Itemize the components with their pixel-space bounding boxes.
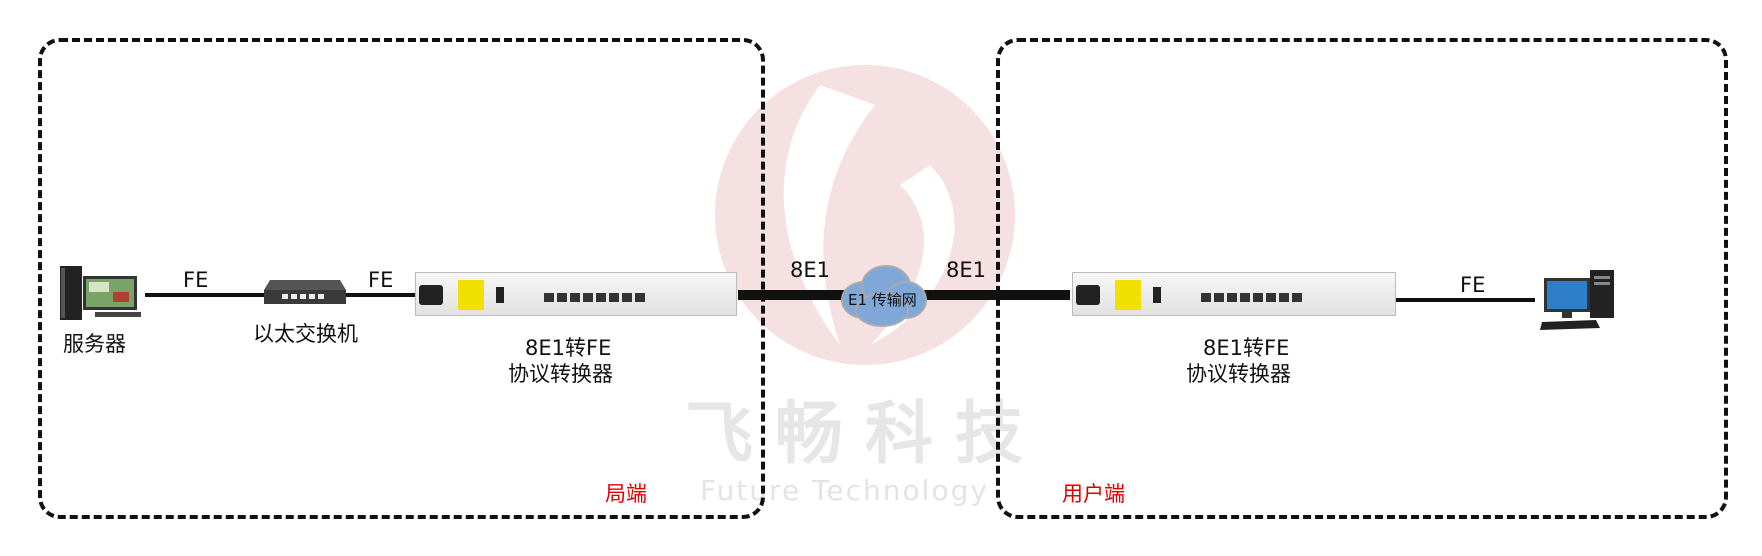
link-label: FE bbox=[1460, 273, 1486, 297]
link-label: 8E1 bbox=[790, 258, 830, 282]
user-pc-icon bbox=[1540, 270, 1614, 330]
warning-label bbox=[1115, 280, 1141, 310]
protocol-converter-right bbox=[1072, 272, 1396, 316]
protocol-converter-left bbox=[415, 272, 737, 316]
link-label: FE bbox=[183, 268, 209, 292]
converter-left-label-1: 8E1转FE bbox=[525, 336, 612, 360]
user-side-label: 用户端 bbox=[1062, 482, 1125, 506]
converter-right-label-2: 协议转换器 bbox=[1186, 362, 1291, 386]
link-switch-converter bbox=[345, 293, 415, 297]
power-socket bbox=[419, 285, 443, 305]
switch-label: 以太交换机 bbox=[253, 322, 358, 346]
e1-ports bbox=[1201, 293, 1302, 302]
link-server-switch bbox=[145, 293, 265, 297]
power-switch bbox=[496, 287, 504, 303]
link-converter-pc bbox=[1395, 298, 1535, 302]
user-side-zone bbox=[996, 38, 1728, 519]
converter-left-label-2: 协议转换器 bbox=[508, 362, 613, 386]
central-office-label: 局端 bbox=[605, 482, 647, 506]
server-label: 服务器 bbox=[63, 332, 126, 356]
link-label: FE bbox=[368, 268, 394, 292]
converter-right-label-1: 8E1转FE bbox=[1203, 336, 1290, 360]
e1-network-label: E1 传输网 bbox=[848, 291, 917, 309]
server-icon bbox=[60, 266, 141, 320]
e1-network-cloud-icon bbox=[841, 265, 927, 327]
power-switch bbox=[1153, 287, 1161, 303]
link-label: 8E1 bbox=[946, 258, 986, 282]
watermark-brand: 飞畅科技 bbox=[685, 395, 1046, 474]
ethernet-switch-icon bbox=[264, 280, 346, 304]
e1-ports bbox=[544, 293, 645, 302]
power-socket bbox=[1076, 285, 1100, 305]
central-office-zone bbox=[38, 38, 765, 519]
warning-label bbox=[458, 280, 484, 310]
